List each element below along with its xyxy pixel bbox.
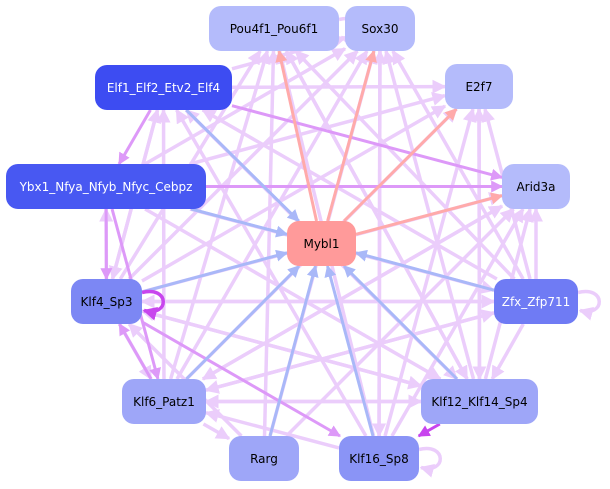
edge-ybx-to-mybl — [190, 207, 289, 238]
node-sox30[interactable]: Sox30 — [345, 6, 415, 51]
edge-mybl-to-pou — [275, 49, 318, 222]
edge-zfx-to-klf12 — [490, 323, 525, 381]
edge-klf4-to-mybl — [141, 249, 289, 294]
node-label: Klf4_Sp3 — [80, 294, 133, 309]
node-pou4f1-pou6f1[interactable]: Pou4f1_Pou6f1 — [209, 6, 339, 51]
edge-elf-to-e2f — [231, 79, 447, 94]
node-label: Mybl1 — [303, 236, 340, 251]
edge-klf16-to-elf — [175, 108, 368, 437]
edge-klf6-to-sox — [175, 49, 369, 380]
edge-klf6-to-klf4 — [118, 322, 153, 380]
edge-zfx-to-mybl — [354, 249, 495, 292]
edge-ybx-to-klf12 — [144, 207, 442, 381]
node-e2f7[interactable]: E2f7 — [445, 64, 513, 109]
node-klf12-klf14-sp4[interactable]: Klf12_Klf14_Sp4 — [421, 379, 538, 424]
node-label: Elf1_Elf2_Etv2_Elf4 — [106, 80, 221, 95]
node-zfx-zfp711[interactable]: Zfx_Zfp711 — [494, 279, 578, 324]
edge-mybl-to-sox — [326, 49, 377, 222]
edge-arid-to-klf6 — [201, 204, 503, 381]
edge-sox-to-klf16 — [372, 50, 387, 438]
edge-klf12-to-klf16 — [417, 422, 441, 438]
edge-elf-to-mybl — [185, 108, 300, 223]
node-klf6-patz1[interactable]: Klf6_Patz1 — [122, 379, 206, 424]
edge-zfx-to-elf — [201, 108, 498, 281]
node-klf4-sp3[interactable]: Klf4_Sp3 — [71, 279, 142, 324]
node-label: Zfx_Zfp711 — [501, 294, 571, 309]
edge-elf-to-arid — [231, 104, 504, 181]
edge-mybl-to-arid — [355, 192, 504, 236]
node-label: E2f7 — [465, 79, 493, 94]
node-rarg[interactable]: Rarg — [229, 436, 299, 481]
self-loop-zfx — [577, 289, 601, 321]
edge-klf16-to-mybl — [324, 264, 375, 437]
edge-klf6-to-rarg — [202, 422, 231, 441]
node-label: Klf16_Sp8 — [349, 451, 409, 466]
edge-klf12-to-klf4 — [140, 307, 422, 388]
edge-rarg-to-mybl — [268, 264, 319, 437]
node-label: Pou4f1_Pou6f1 — [229, 21, 319, 36]
node-mybl1[interactable]: Mybl1 — [287, 221, 356, 266]
node-label: Arid3a — [516, 179, 556, 194]
node-label: Klf6_Patz1 — [133, 394, 195, 409]
node-arid3a[interactable]: Arid3a — [502, 164, 570, 209]
edge-klf4-to-e2f — [141, 104, 447, 283]
node-label: Rarg — [250, 451, 278, 466]
edge-klf4-to-klf16 — [141, 320, 341, 438]
self-loop-klf4 — [141, 289, 165, 321]
edge-ybx-to-sox — [144, 47, 347, 166]
node-ybx1-nfya-nfyb-nfyc-cebpz[interactable]: Ybx1_Nfya_Nfyb_Nfyc_Cebpz — [6, 164, 206, 209]
edge-klf6-to-mybl — [185, 264, 301, 381]
edge-mybl-to-e2f — [343, 107, 458, 223]
edge-pou-to-klf12 — [284, 50, 469, 381]
edge-klf12-to-mybl — [342, 264, 459, 381]
edge-rarg-to-pou — [262, 49, 281, 437]
node-klf16-sp8[interactable]: Klf16_Sp8 — [339, 436, 419, 481]
node-elf1-elf2-etv2-elf4[interactable]: Elf1_Elf2_Etv2_Elf4 — [95, 65, 232, 110]
node-label: Klf12_Klf14_Sp4 — [431, 394, 528, 409]
edge-elf-to-ybx — [117, 109, 152, 166]
node-label: Ybx1_Nfya_Nfyb_Nfyc_Cebpz — [19, 179, 193, 194]
node-label: Sox30 — [361, 21, 399, 36]
self-loop-klf16 — [418, 446, 442, 478]
